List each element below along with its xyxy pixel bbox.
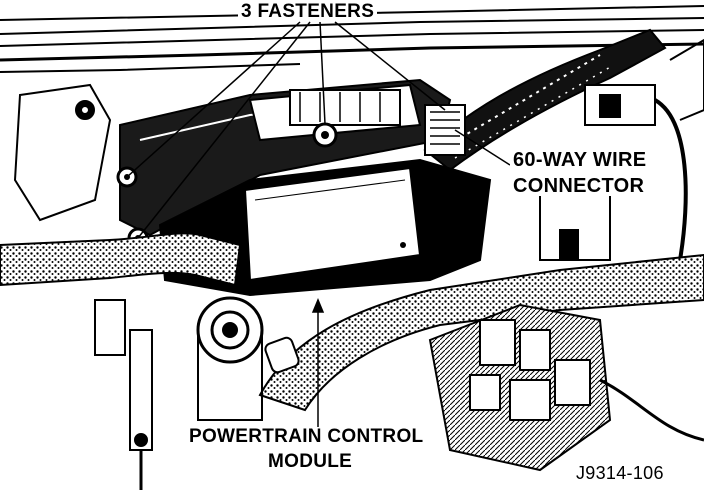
round-fitting (196, 296, 264, 421)
leader-fastener-4 (334, 21, 446, 111)
sixty-way-connector (424, 104, 466, 156)
leader-lines (126, 21, 511, 428)
leader-fastener-2 (137, 21, 311, 239)
leader-connector (454, 129, 511, 166)
lower-right-connector-cluster (428, 303, 704, 472)
fasteners-label: 3 FASTENERS (238, 2, 378, 21)
leader-fastener-1 (126, 21, 301, 178)
leader-fastener-3 (319, 21, 326, 125)
figure-id-label: J9314-106 (574, 463, 666, 483)
powertrain-control-module (158, 158, 492, 297)
left-lower-sensor (94, 299, 153, 490)
right-side-components (539, 38, 704, 261)
upper-wire-harness (423, 28, 667, 172)
lower-left-hose (0, 232, 242, 287)
pcm-label-line2: MODULE (265, 452, 356, 471)
left-bracket (13, 83, 112, 222)
cap-fitting (264, 336, 300, 374)
leader-pcm-arrowhead (311, 298, 325, 313)
pcm-label-line1: POWERTRAIN CONTROL (186, 427, 427, 446)
pcm-bracket (119, 78, 452, 237)
hood-rails (0, 5, 704, 73)
fastener-3 (312, 122, 338, 148)
connector-label-line1: 60-WAY WIRE (510, 150, 650, 170)
connector-label-line2: CONNECTOR (510, 176, 648, 196)
lower-center-hose (258, 253, 704, 412)
